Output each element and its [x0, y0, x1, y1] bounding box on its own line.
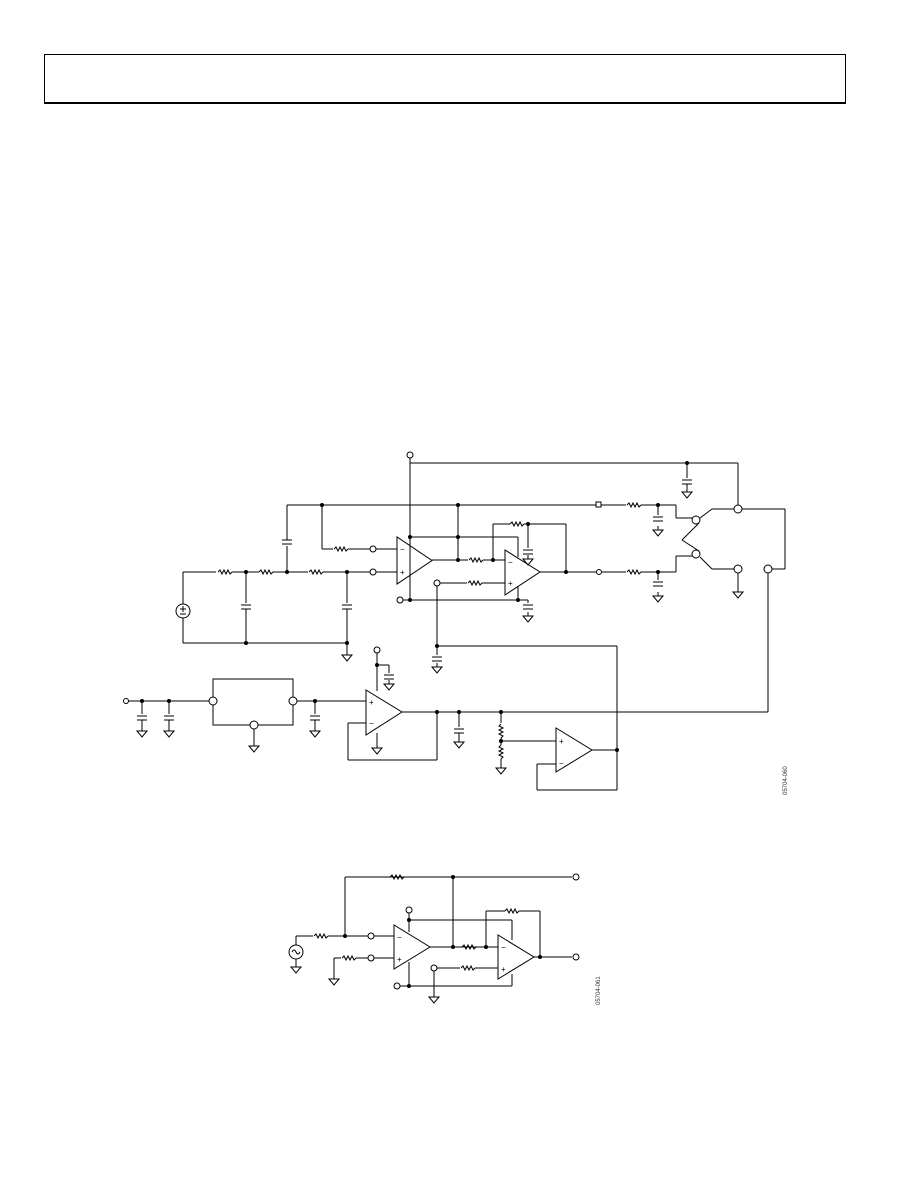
- op-amp-5: − +: [393, 924, 431, 970]
- input-source: [175, 603, 191, 619]
- svg-text:+: +: [508, 579, 513, 588]
- op-amp-3: + −: [365, 689, 403, 736]
- svg-text:−: −: [397, 933, 402, 942]
- op-amp-2: − +: [504, 549, 541, 596]
- svg-text:+: +: [400, 568, 405, 577]
- svg-text:+: +: [397, 955, 402, 964]
- svg-text:−: −: [400, 545, 405, 554]
- reference-ic-block: [208, 678, 298, 730]
- supply-terminal: [406, 451, 414, 459]
- signal-source: [288, 944, 304, 960]
- op-amp-6: − +: [497, 934, 535, 980]
- svg-text:−: −: [369, 719, 374, 728]
- svg-text:−: −: [501, 943, 506, 952]
- svg-text:−: −: [559, 759, 564, 768]
- figure-2-code: 05704-061: [596, 976, 602, 1005]
- svg-text:−: −: [508, 558, 513, 567]
- output-connector: [681, 504, 786, 574]
- op-amp-4: + −: [555, 727, 593, 773]
- page-header-box: [44, 54, 846, 104]
- svg-text:+: +: [559, 737, 564, 746]
- svg-text:+: +: [501, 965, 506, 974]
- op-amp-1: − +: [396, 536, 433, 585]
- figure-1-code: 05704-060: [783, 766, 789, 795]
- figure-2-schematic: − + − +: [288, 873, 602, 1005]
- svg-text:+: +: [369, 698, 374, 707]
- figure-1-schematic: − + − +: [123, 451, 789, 795]
